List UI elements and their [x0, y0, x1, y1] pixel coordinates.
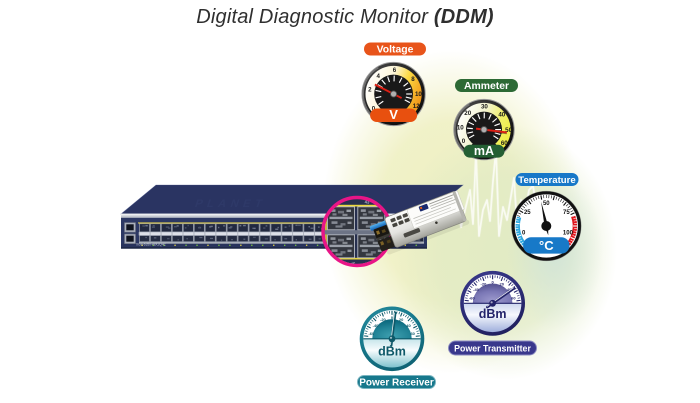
svg-text:43: 43	[365, 200, 370, 205]
svg-text:dBm: dBm	[479, 307, 507, 321]
svg-text:-40: -40	[473, 287, 480, 292]
svg-text:-40: -40	[373, 323, 380, 328]
svg-text:0: 0	[391, 315, 394, 320]
svg-text:60: 60	[501, 140, 508, 147]
svg-text:40: 40	[507, 287, 512, 292]
svg-text:Power Receiver: Power Receiver	[359, 378, 434, 389]
svg-text:0: 0	[522, 231, 526, 237]
svg-text:Power Transmitter: Power Transmitter	[454, 344, 531, 354]
svg-text:20: 20	[464, 110, 471, 117]
svg-text:40: 40	[406, 323, 411, 328]
svg-text:20: 20	[399, 317, 404, 322]
svg-text:V: V	[389, 107, 398, 122]
svg-text:2: 2	[368, 87, 372, 94]
svg-text:12: 12	[413, 103, 420, 110]
svg-text:-20: -20	[380, 317, 387, 322]
svg-text:40: 40	[498, 111, 505, 118]
svg-text:60: 60	[511, 296, 516, 301]
svg-text:XGS-6350-48X2Q4C: XGS-6350-48X2Q4C	[136, 242, 167, 246]
svg-text:0: 0	[372, 105, 376, 112]
svg-text:10: 10	[415, 91, 422, 98]
svg-text:10: 10	[457, 125, 464, 132]
svg-text:50: 50	[543, 201, 550, 207]
svg-text:100: 100	[563, 230, 574, 236]
svg-text:dBm: dBm	[378, 345, 406, 359]
svg-text:Temperature: Temperature	[518, 175, 575, 186]
svg-text:20: 20	[500, 281, 505, 286]
svg-text:-60: -60	[469, 296, 476, 301]
svg-text:75: 75	[563, 210, 570, 216]
svg-text:Ammeter: Ammeter	[464, 81, 509, 92]
svg-text:60: 60	[410, 331, 415, 336]
svg-text:0: 0	[491, 279, 494, 284]
svg-text:°C: °C	[539, 238, 554, 253]
svg-text:6: 6	[393, 67, 397, 74]
svg-text:4: 4	[376, 73, 380, 80]
svg-text:0: 0	[462, 138, 466, 145]
svg-text:-60: -60	[368, 331, 375, 336]
svg-text:8: 8	[411, 76, 415, 83]
svg-text:mA: mA	[474, 144, 494, 158]
svg-text:Voltage: Voltage	[377, 45, 414, 56]
svg-text:50: 50	[505, 127, 512, 134]
svg-text:45: 45	[351, 261, 356, 266]
svg-text:25: 25	[524, 210, 531, 216]
svg-text:-20: -20	[481, 281, 488, 286]
svg-text:30: 30	[481, 103, 488, 110]
svg-text:PLANET: PLANET	[193, 198, 268, 210]
